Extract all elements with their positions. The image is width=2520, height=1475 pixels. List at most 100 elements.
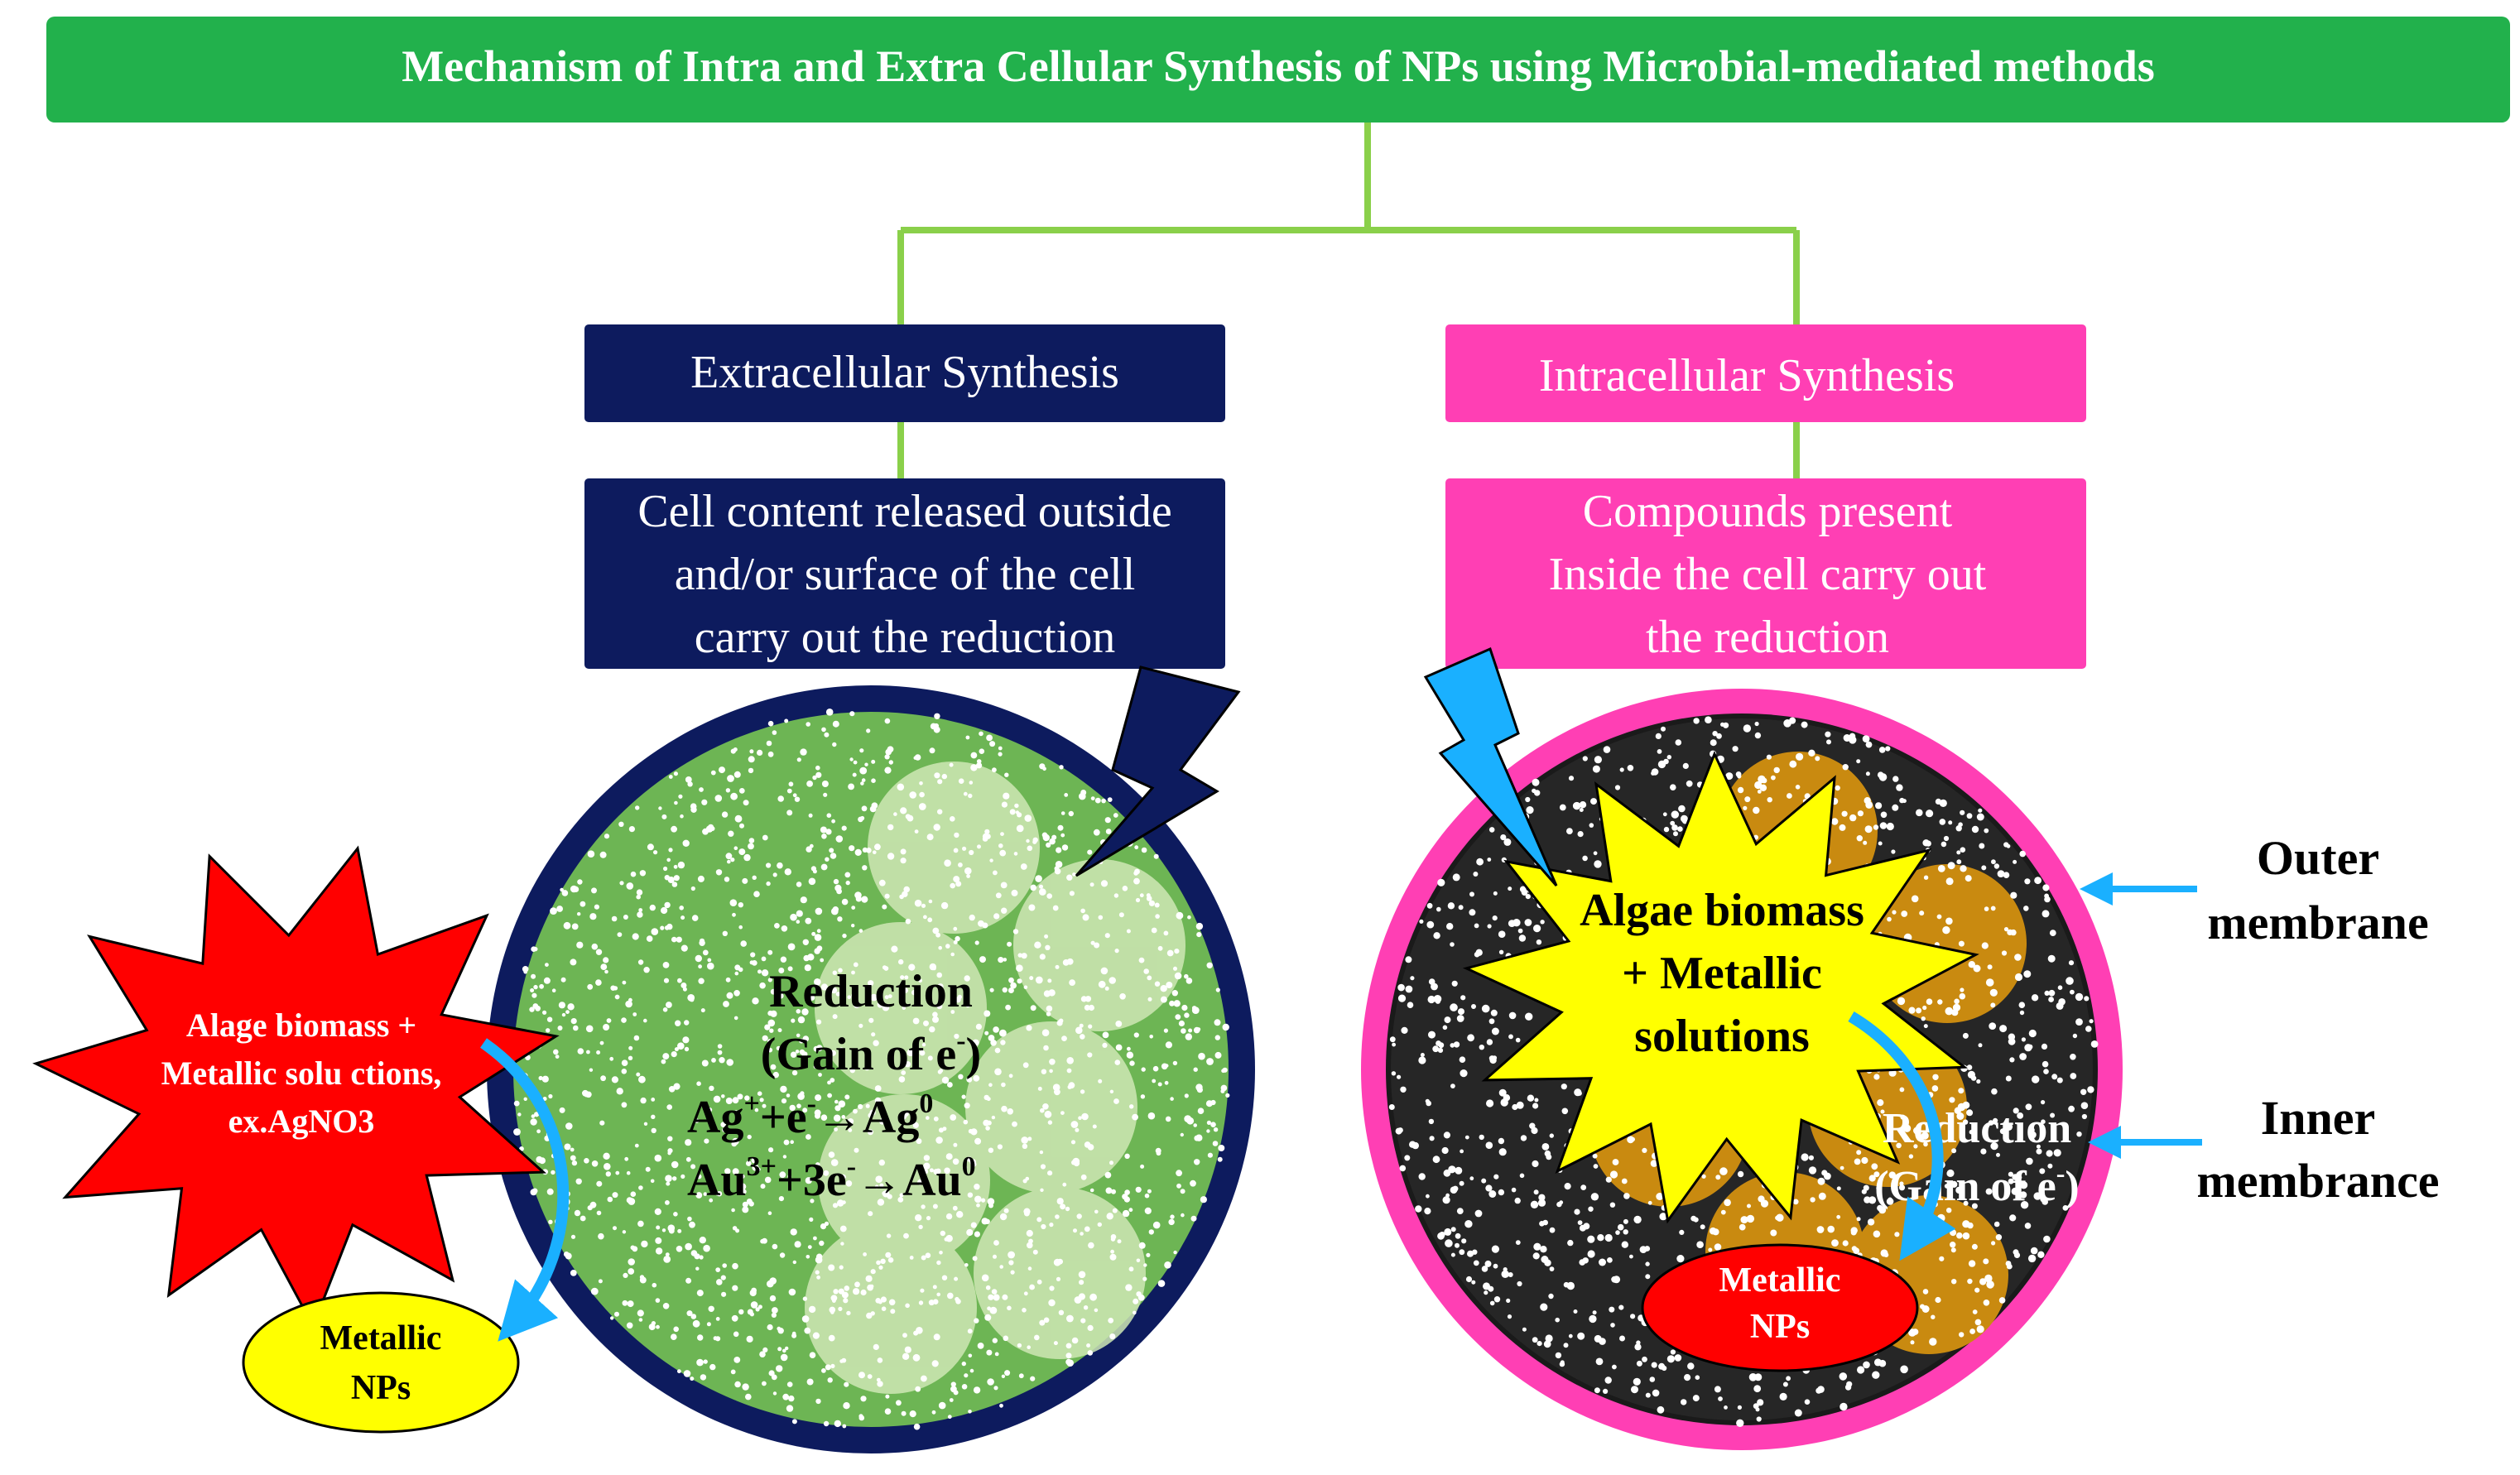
particle xyxy=(839,1359,844,1363)
particle xyxy=(964,1103,970,1109)
particle xyxy=(1400,1086,1407,1093)
particle xyxy=(873,1343,879,1350)
particle xyxy=(522,966,529,973)
particle xyxy=(1857,1366,1865,1374)
particle xyxy=(1029,976,1034,981)
particle xyxy=(1746,1214,1755,1223)
particle xyxy=(628,997,632,1002)
particle xyxy=(1561,1107,1569,1115)
particle xyxy=(1549,1266,1555,1271)
particle xyxy=(725,1098,733,1104)
particle xyxy=(989,741,996,747)
particle xyxy=(1804,1399,1811,1405)
particle xyxy=(2046,1150,2053,1157)
particle xyxy=(787,966,793,972)
particle xyxy=(1886,822,1894,831)
particle xyxy=(649,904,656,911)
particle xyxy=(778,968,785,973)
particle xyxy=(1527,1094,1535,1102)
particle xyxy=(1405,985,1413,993)
particle xyxy=(1957,1103,1966,1112)
particle xyxy=(563,1252,570,1257)
particle xyxy=(1066,874,1073,881)
particle xyxy=(1534,790,1541,796)
particle xyxy=(977,844,981,849)
particle xyxy=(2009,1057,2015,1063)
particle xyxy=(780,956,787,963)
particle xyxy=(950,1381,956,1387)
particle xyxy=(944,1167,950,1175)
particle xyxy=(1171,990,1179,997)
particle xyxy=(830,1295,838,1302)
particle xyxy=(1753,1385,1762,1393)
particle xyxy=(1573,1309,1578,1314)
particle xyxy=(866,728,871,733)
particle xyxy=(671,1051,677,1058)
particle xyxy=(632,933,639,940)
particle xyxy=(755,1307,760,1312)
particle xyxy=(1001,1374,1006,1379)
particle xyxy=(743,800,749,806)
particle xyxy=(972,1039,979,1046)
particle xyxy=(1841,810,1848,817)
particle xyxy=(884,995,889,1000)
particle xyxy=(1157,1280,1166,1287)
particle xyxy=(575,1178,582,1185)
particle xyxy=(1840,1402,1848,1411)
particle xyxy=(1105,829,1112,834)
particle xyxy=(920,1288,925,1293)
particle xyxy=(816,1019,822,1025)
particle xyxy=(1577,831,1584,838)
particle xyxy=(663,1256,671,1263)
particle xyxy=(1587,1250,1595,1258)
particle xyxy=(790,1228,797,1236)
particle xyxy=(1839,824,1846,831)
particle xyxy=(1039,954,1046,960)
particle xyxy=(648,1324,656,1331)
particle xyxy=(928,899,933,904)
particle xyxy=(841,1291,849,1299)
particle xyxy=(791,1333,797,1338)
particle xyxy=(865,1275,873,1282)
particle xyxy=(1065,1206,1070,1212)
particle xyxy=(915,1214,922,1222)
particle xyxy=(934,713,940,719)
particle xyxy=(954,832,959,838)
particle xyxy=(1415,1205,1422,1213)
particle xyxy=(1188,1028,1193,1033)
particle xyxy=(1872,1371,1880,1379)
particle xyxy=(672,1176,677,1181)
particle xyxy=(1181,1213,1185,1218)
particle xyxy=(557,1026,563,1031)
particle xyxy=(862,847,868,853)
particle xyxy=(1488,827,1495,833)
particle xyxy=(1923,875,1929,880)
particle xyxy=(1500,834,1507,841)
particle xyxy=(1931,1085,1939,1092)
particle xyxy=(800,1091,805,1096)
particle xyxy=(853,1288,860,1295)
particle xyxy=(987,1306,991,1311)
particle xyxy=(859,766,868,775)
particle xyxy=(1066,958,1074,965)
particle xyxy=(1849,733,1856,740)
particle xyxy=(1102,1042,1108,1048)
particle xyxy=(1892,776,1899,782)
particle xyxy=(858,1103,863,1110)
particle xyxy=(1214,1051,1222,1059)
particle xyxy=(535,1005,541,1011)
particle xyxy=(1084,996,1092,1002)
particle xyxy=(993,913,1000,920)
particle xyxy=(1397,983,1405,992)
particle xyxy=(2056,1077,2063,1083)
particle xyxy=(1642,1356,1647,1362)
particle xyxy=(1892,804,1899,811)
particle xyxy=(1062,1182,1067,1187)
particle xyxy=(887,853,895,860)
particle xyxy=(739,1183,747,1190)
particle xyxy=(1428,978,1436,985)
particle xyxy=(1459,1056,1466,1063)
particle xyxy=(1678,805,1686,813)
particle xyxy=(1218,1145,1225,1151)
particle xyxy=(1724,1199,1731,1207)
